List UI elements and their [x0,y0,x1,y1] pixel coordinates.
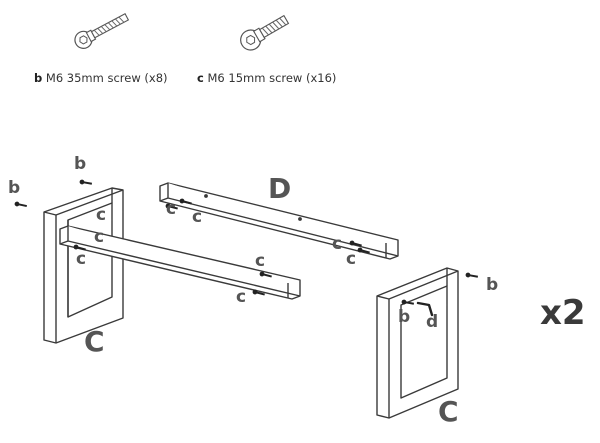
right-frame-c [376,267,459,419]
front-rail [59,225,301,300]
left-frame-c [43,187,124,344]
label-c-d-right-1: c [332,234,343,254]
label-c-d-right-2: c [346,249,357,269]
label-c-rail-end-2: c [236,287,247,307]
label-b-left: b [8,178,21,198]
caption-c-letter: c [197,71,204,85]
label-c-d-left-2: c [192,207,203,227]
label-c-rail-end-1: c [255,251,266,271]
caption-c-desc: M6 15mm screw (x16) [207,71,337,85]
hex-key-icon [416,301,434,317]
label-D: D [268,172,292,205]
label-b-right-frame: b [398,307,411,327]
label-C-right: C [438,395,459,428]
label-b-right: b [486,275,499,295]
long-screw-illustration [71,8,132,52]
label-c-frame-mid: c [76,249,87,269]
back-rail-d [159,182,399,260]
caption-b-desc: M6 35mm screw (x8) [45,71,168,85]
label-c-frame-top: c [96,205,107,225]
caption-screw-b: b M6 35mm screw (x8) [34,71,168,85]
caption-b-letter: b [34,71,43,85]
short-screw-illustration [236,10,292,55]
label-C-left: C [84,325,105,358]
label-c-d-left-1: c [166,199,177,219]
quantity-multiplier: x2 [540,293,586,333]
caption-screw-c: c M6 15mm screw (x16) [197,71,336,85]
label-b-top: b [74,154,87,174]
label-d: d [426,312,439,332]
label-c-rail-inner: c [94,227,105,247]
